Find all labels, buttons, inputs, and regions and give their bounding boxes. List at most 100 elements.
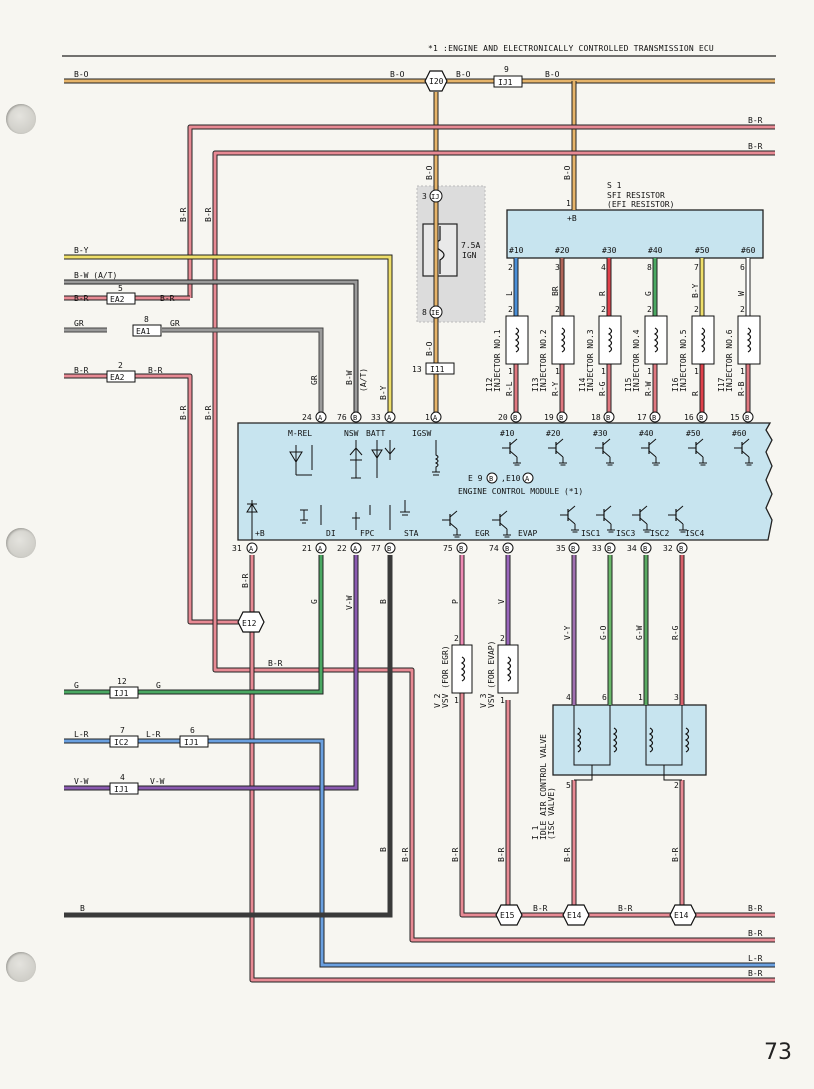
sfi-resistor-box xyxy=(506,209,764,259)
svg-text:GR: GR xyxy=(310,375,319,385)
svg-text:B-W: B-W xyxy=(345,370,354,385)
vsv-coils xyxy=(451,644,519,694)
fuse-terminal-ij: IJ 3 xyxy=(422,189,443,203)
svg-text:77: 77 xyxy=(371,544,381,553)
svg-text:(A/T): (A/T) xyxy=(359,368,368,392)
svg-text:B: B xyxy=(606,414,610,422)
svg-text:B: B xyxy=(379,599,388,604)
svg-text:VSV (FOR EVAP): VSV (FOR EVAP) xyxy=(487,641,496,708)
svg-text:L-R: L-R xyxy=(74,730,89,739)
svg-text:#60: #60 xyxy=(741,246,756,255)
svg-text:EA2: EA2 xyxy=(110,373,125,382)
svg-text:2: 2 xyxy=(674,781,679,790)
svg-text:B-R: B-R xyxy=(748,142,763,151)
svg-text:P: P xyxy=(451,599,460,604)
svg-text:2: 2 xyxy=(508,263,513,272)
ecu-bottom-pin-numbers: 31 21 22 77 75 74 35 33 34 32 xyxy=(232,544,673,553)
svg-text:ENGINE CONTROL MODULE (*1): ENGINE CONTROL MODULE (*1) xyxy=(458,487,583,496)
svg-text:A: A xyxy=(353,545,358,553)
svg-text:B: B xyxy=(571,545,575,553)
svg-text:7: 7 xyxy=(120,726,125,735)
svg-text:E12: E12 xyxy=(242,619,257,628)
svg-text:L-R: L-R xyxy=(748,954,763,963)
binder-hole-middle xyxy=(6,528,36,558)
svg-text:#30: #30 xyxy=(602,246,617,255)
svg-text:B-R: B-R xyxy=(748,904,763,913)
svg-text:#10: #10 xyxy=(500,429,515,438)
svg-text:INJECTOR NO.5: INJECTOR NO.5 xyxy=(679,329,688,392)
svg-text:#40: #40 xyxy=(639,429,654,438)
fuse-name: IGN xyxy=(462,251,477,260)
splice-e14-left: E14 xyxy=(562,904,590,926)
svg-text:17: 17 xyxy=(637,413,647,422)
svg-text:8: 8 xyxy=(144,315,149,324)
svg-text:1: 1 xyxy=(500,696,505,705)
svg-text:#20: #20 xyxy=(555,246,570,255)
svg-text:E14: E14 xyxy=(567,911,582,920)
svg-text:INJECTOR NO.4: INJECTOR NO.4 xyxy=(632,329,641,392)
svg-text:#60: #60 xyxy=(732,429,747,438)
svg-text:B-O: B-O xyxy=(545,70,560,79)
svg-text:R: R xyxy=(598,291,607,296)
svg-text:INJECTOR NO.1: INJECTOR NO.1 xyxy=(493,329,502,392)
svg-text:V-Y: V-Y xyxy=(563,625,572,640)
wire-b-black xyxy=(64,555,393,918)
svg-text:B-R: B-R xyxy=(748,969,763,978)
svg-text:#40: #40 xyxy=(648,246,663,255)
wire-gr xyxy=(64,327,324,420)
svg-text:ISC4: ISC4 xyxy=(685,529,704,538)
svg-text:B-Y: B-Y xyxy=(379,385,388,400)
connector-ij1-lr: IJ1 6 xyxy=(179,726,209,748)
svg-text:74: 74 xyxy=(489,544,499,553)
svg-text:IE: IE xyxy=(431,309,439,317)
svg-text:24: 24 xyxy=(302,413,312,422)
svg-text:4: 4 xyxy=(120,773,125,782)
fuse-terminal-ie: IE 8 xyxy=(422,305,443,319)
svg-text:B: B xyxy=(513,414,517,422)
ecu-top-terminals: A B A A B B B B B B xyxy=(315,411,754,423)
svg-text:L-R: L-R xyxy=(146,730,161,739)
svg-text:B-O: B-O xyxy=(563,165,572,180)
svg-text:G: G xyxy=(74,681,79,690)
svg-text:B-R: B-R xyxy=(74,366,89,375)
svg-text:M-REL: M-REL xyxy=(288,429,312,438)
svg-text:IDLE AIR CONTROL VALVE: IDLE AIR CONTROL VALVE xyxy=(539,734,548,840)
svg-text:B-Y: B-Y xyxy=(74,246,89,255)
svg-text:BATT: BATT xyxy=(366,429,385,438)
svg-text:B-R: B-R xyxy=(179,405,188,420)
svg-text:+B: +B xyxy=(255,529,265,538)
svg-text:A: A xyxy=(249,545,254,553)
svg-text:35: 35 xyxy=(556,544,566,553)
svg-text:B: B xyxy=(643,545,647,553)
svg-text:12: 12 xyxy=(117,677,127,686)
svg-text:STA: STA xyxy=(404,529,419,538)
isc-coils xyxy=(573,705,690,781)
binder-hole-top xyxy=(6,104,36,134)
svg-text:5: 5 xyxy=(566,781,571,790)
svg-text:3: 3 xyxy=(555,263,560,272)
svg-text:V: V xyxy=(497,599,506,604)
svg-text:22: 22 xyxy=(337,544,347,553)
fuse-rating: 7.5A xyxy=(461,241,480,250)
svg-text:A: A xyxy=(318,545,323,553)
svg-text:ISC2: ISC2 xyxy=(650,529,669,538)
svg-text:IC2: IC2 xyxy=(114,738,129,747)
svg-text:IJ: IJ xyxy=(431,193,439,201)
svg-text:B: B xyxy=(80,904,85,913)
svg-text:B: B xyxy=(699,414,703,422)
svg-text:19: 19 xyxy=(544,413,554,422)
wire-g xyxy=(64,555,324,695)
svg-text:B-R: B-R xyxy=(497,847,506,862)
isc-labels: 4 6 1 3 5 2 I 1 IDLE AIR CONTROL VALVE (… xyxy=(531,693,679,840)
svg-text:3: 3 xyxy=(422,192,427,201)
svg-text:B: B xyxy=(607,545,611,553)
svg-text:B-O: B-O xyxy=(425,341,434,356)
svg-text:NSW: NSW xyxy=(344,429,359,438)
svg-text:9: 9 xyxy=(504,65,509,74)
svg-text:B-R: B-R xyxy=(268,659,283,668)
svg-text:G: G xyxy=(644,291,653,296)
svg-text:A: A xyxy=(318,414,323,422)
svg-text:5: 5 xyxy=(118,284,123,293)
